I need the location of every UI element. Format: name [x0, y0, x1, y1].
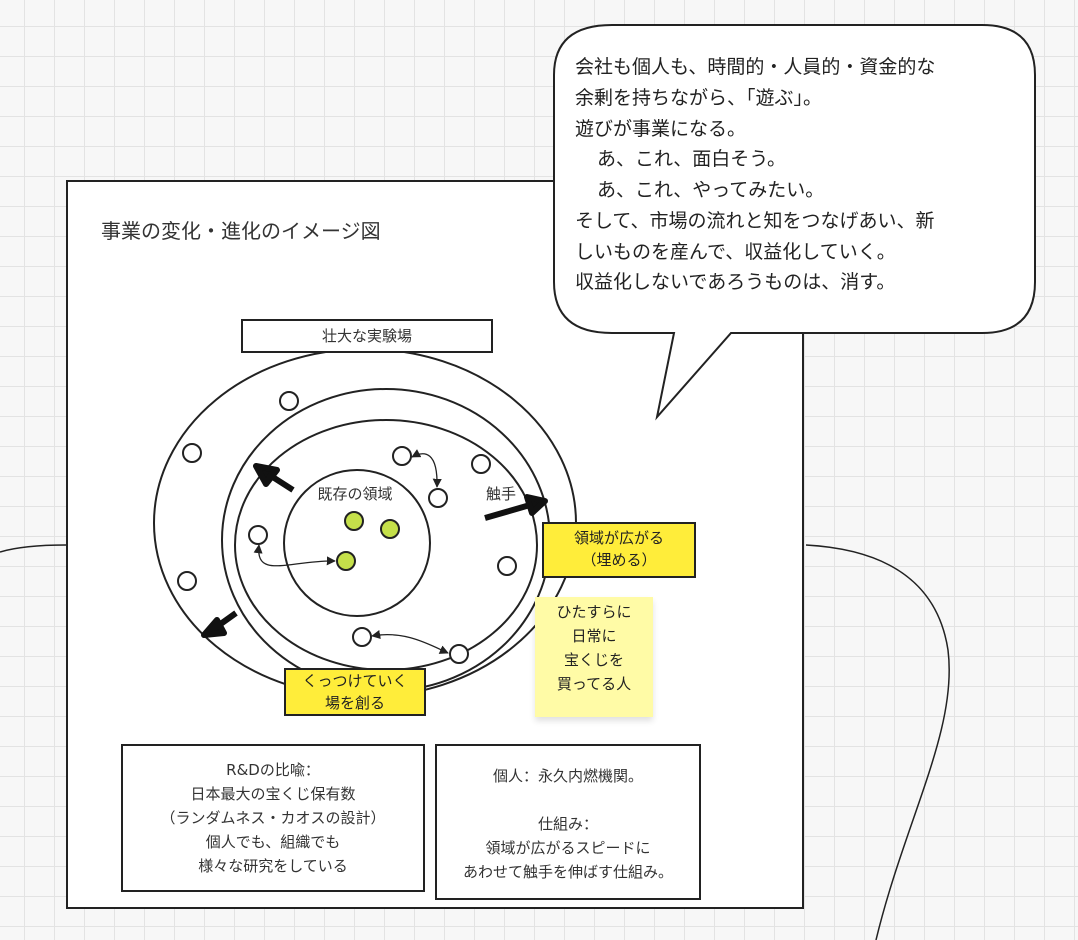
rd-line: 日本最大の宝くじ保有数 [190, 785, 356, 803]
seed-circle[interactable] [449, 644, 469, 664]
attach-box-line1: くっつけていく [302, 672, 408, 690]
seed-circle[interactable] [279, 391, 299, 411]
expand-arrow-lower-left[interactable] [201, 610, 238, 638]
rd-box[interactable]: R&Dの比喩： 日本最大の宝くじ保有数 （ランダムネス・カオスの設計） 個人でも… [121, 744, 425, 892]
link-arrow[interactable] [371, 630, 449, 654]
expand-box-line2: （埋める） [581, 550, 657, 569]
connector-curve-right[interactable] [805, 544, 950, 940]
core-label: 既存の領域 [317, 485, 392, 503]
rd-line: （ランダムネス・カオスの設計） [160, 809, 386, 827]
bubble-line: 会社も個人も、時間的・人員的・資金的な [575, 56, 936, 78]
mech-line: あわせて触手を伸ばす仕組み。 [462, 863, 673, 881]
bubble-line: しいものを産んで、収益化していく。 [575, 240, 896, 263]
rd-line: 個人でも、組織でも [205, 833, 341, 851]
bubble-line: 収益化しないであろうものは、消す。 [575, 271, 896, 294]
bubble-line: あ、これ、面白そう。 [597, 148, 787, 171]
sticky-note[interactable]: ひたすらに 日常に 宝くじを 買ってる人 [535, 597, 653, 717]
seed-circle[interactable] [177, 571, 197, 591]
link-arrow[interactable] [411, 449, 442, 488]
green-core-dot[interactable] [336, 551, 356, 571]
bubble-line: 遊びが事業になる。 [575, 117, 747, 140]
frame-title: 事業の変化・進化のイメージ図 [101, 219, 381, 243]
seed-circle[interactable] [352, 627, 372, 647]
expand-box[interactable]: 領域が広がる （埋める） [542, 522, 696, 578]
mechanism-box[interactable]: 個人：永久内燃機関。 仕組み： 領域が広がるスピードに あわせて触手を伸ばす仕組… [435, 744, 701, 900]
outer-label: 壮大な実験場 [321, 327, 412, 345]
sticky-line: 宝くじを [563, 651, 624, 669]
green-core-dot[interactable] [380, 519, 400, 539]
middle-ring-inner[interactable] [234, 419, 538, 671]
expand-box-line1: 領域が広がる [573, 529, 664, 547]
seed-circle[interactable] [497, 556, 517, 576]
link-arrow[interactable] [253, 544, 336, 567]
attach-box-line2: 場を創る [324, 693, 385, 712]
seed-circle[interactable] [471, 454, 491, 474]
tentacle-label: 触手 [486, 485, 516, 503]
core-circle[interactable] [283, 469, 431, 617]
connector-curve-left[interactable] [0, 544, 67, 553]
sticky-line: ひたすらに [556, 603, 632, 621]
speech-bubble-text: 会社も個人も、時間的・人員的・資金的な 余剰を持ちながら、「遊ぶ」。 遊びが事業… [575, 52, 1025, 298]
bubble-line: そして、市場の流れと知をつなげあい、新 [575, 209, 935, 232]
expand-arrow-upper-left[interactable] [253, 463, 295, 493]
bubble-line: あ、これ、やってみたい。 [597, 179, 825, 202]
sticky-line: 日常に [571, 627, 617, 645]
seed-circle[interactable] [392, 446, 412, 466]
green-core-dot[interactable] [344, 511, 364, 531]
middle-ring-outer[interactable] [221, 388, 551, 692]
rd-line: 様々な研究をしている [198, 857, 348, 875]
mech-line: 個人：永久内燃機関。 [492, 767, 643, 785]
sticky-line: 買ってる人 [556, 675, 632, 693]
rd-line: R&Dの比喩： [226, 761, 320, 779]
seed-circle[interactable] [428, 488, 448, 508]
seed-circle[interactable] [248, 525, 268, 545]
mech-line: 領域が広がるスピードに [485, 839, 651, 857]
attach-box[interactable]: くっつけていく 場を創る [284, 668, 426, 716]
speech-bubble[interactable] [553, 24, 1036, 421]
seed-circle[interactable] [182, 443, 202, 463]
outer-label-box[interactable]: 壮大な実験場 [241, 319, 493, 353]
expand-arrow-right[interactable] [484, 494, 548, 521]
bubble-line: 余剰を持ちながら、「遊ぶ」。 [575, 86, 823, 109]
mech-line: 仕組み： [537, 815, 598, 833]
